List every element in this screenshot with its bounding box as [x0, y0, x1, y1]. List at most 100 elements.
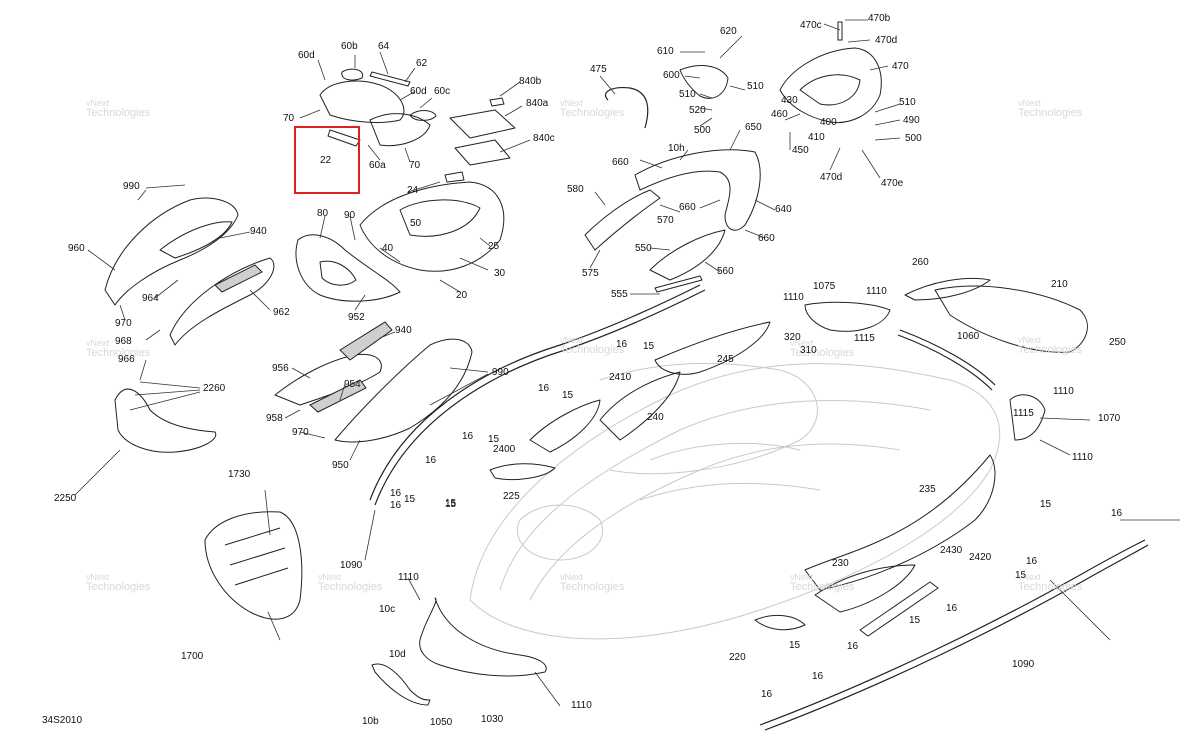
- part-label[interactable]: 240: [647, 412, 664, 423]
- part-label[interactable]: 1090: [1012, 659, 1035, 670]
- part-label[interactable]: 500: [694, 125, 711, 136]
- part-label[interactable]: 15: [789, 640, 801, 651]
- part-label[interactable]: 410: [808, 132, 825, 143]
- part-label[interactable]: 220: [729, 652, 746, 663]
- part-label[interactable]: 1700: [181, 651, 204, 662]
- part-label[interactable]: 230: [832, 558, 849, 569]
- part-label[interactable]: 555: [611, 289, 628, 300]
- part-label[interactable]: 250: [1109, 337, 1126, 348]
- part-label[interactable]: 60c: [434, 86, 451, 97]
- part-label[interactable]: 490: [903, 115, 920, 126]
- part-label[interactable]: 990: [492, 367, 509, 378]
- part-label[interactable]: 15: [1015, 570, 1027, 581]
- part-label[interactable]: 966: [118, 354, 135, 365]
- part-label[interactable]: 1110: [783, 292, 804, 303]
- part-label[interactable]: 956: [272, 363, 289, 374]
- part-label[interactable]: 20: [456, 290, 468, 301]
- part-label[interactable]: 1070: [1098, 413, 1121, 424]
- part-label[interactable]: 950: [332, 460, 349, 471]
- highlighted-part-box[interactable]: [294, 126, 360, 194]
- part-label[interactable]: 470d: [875, 35, 898, 46]
- part-label[interactable]: 1060: [957, 331, 980, 342]
- part-label[interactable]: 1110: [866, 286, 887, 297]
- part-label[interactable]: 430: [781, 95, 798, 106]
- part-label[interactable]: 16: [462, 431, 474, 442]
- part-label[interactable]: 1110: [1072, 452, 1093, 463]
- part-label[interactable]: 840b: [519, 76, 542, 87]
- part-label[interactable]: 510: [679, 89, 696, 100]
- part-label[interactable]: 30: [494, 268, 506, 279]
- part-label[interactable]: 16: [538, 383, 550, 394]
- part-label[interactable]: 840a: [526, 98, 549, 109]
- part-label[interactable]: 510: [747, 81, 764, 92]
- part-label[interactable]: 2430: [940, 545, 963, 556]
- part-label[interactable]: 2420: [969, 552, 992, 563]
- part-label[interactable]: 1030: [481, 714, 504, 725]
- part-label[interactable]: 16: [812, 671, 824, 682]
- part-label[interactable]: 80: [317, 208, 329, 219]
- part-label[interactable]: 550: [635, 243, 652, 254]
- part-label[interactable]: 15: [1040, 499, 1052, 510]
- part-label[interactable]: 650: [745, 122, 762, 133]
- part-label[interactable]: 1110: [1053, 386, 1074, 397]
- part-label[interactable]: 1115: [854, 333, 875, 344]
- part-label[interactable]: 10c: [379, 604, 396, 615]
- part-label[interactable]: 40: [382, 243, 394, 254]
- part-label[interactable]: 520: [689, 105, 706, 116]
- part-label[interactable]: 2410: [609, 372, 632, 383]
- part-label[interactable]: 1110: [571, 700, 592, 711]
- part-label[interactable]: 24: [407, 185, 419, 196]
- part-label[interactable]: 60d: [298, 50, 315, 61]
- part-label[interactable]: 70: [283, 113, 295, 124]
- part-label[interactable]: 470e: [881, 178, 904, 189]
- part-label[interactable]: 970: [115, 318, 132, 329]
- part-label[interactable]: 620: [720, 26, 737, 37]
- part-label[interactable]: 600: [663, 70, 680, 81]
- part-label[interactable]: 25: [488, 241, 500, 252]
- part-label[interactable]: 320: [784, 332, 801, 343]
- part-label[interactable]: 50: [410, 218, 422, 229]
- part-label[interactable]: 60a: [369, 160, 386, 171]
- part-label[interactable]: 1730: [228, 469, 251, 480]
- part-label[interactable]: 475: [590, 64, 607, 75]
- part-label[interactable]: 15: [488, 434, 500, 445]
- part-label[interactable]: 225: [503, 491, 520, 502]
- part-label[interactable]: 840c: [533, 133, 555, 144]
- part-label[interactable]: 60d: [410, 86, 427, 97]
- part-label[interactable]: 16: [425, 455, 437, 466]
- part-label[interactable]: 2260: [203, 383, 226, 394]
- part-label[interactable]: 90: [344, 210, 356, 221]
- part-label[interactable]: 450: [792, 145, 809, 156]
- part-label[interactable]: 952: [348, 312, 365, 323]
- part-label[interactable]: 640: [775, 204, 792, 215]
- part-label[interactable]: 2250: [54, 493, 77, 504]
- part-label[interactable]: 510: [899, 97, 916, 108]
- part-label[interactable]: 990: [123, 181, 140, 192]
- part-label[interactable]: 10b: [362, 716, 379, 727]
- part-label[interactable]: 470d: [820, 172, 843, 183]
- part-label[interactable]: 15: [404, 494, 416, 505]
- part-label[interactable]: 16: [1026, 556, 1038, 567]
- part-label[interactable]: 1110: [398, 572, 419, 583]
- part-label[interactable]: 460: [771, 109, 788, 120]
- part-label[interactable]: 580: [567, 184, 584, 195]
- part-label[interactable]: 570: [657, 215, 674, 226]
- part-label[interactable]: 960: [68, 243, 85, 254]
- part-label[interactable]: 70: [409, 160, 421, 171]
- part-label[interactable]: 16: [390, 500, 402, 511]
- part-label[interactable]: 964: [142, 293, 159, 304]
- part-label[interactable]: 16: [946, 603, 958, 614]
- part-label[interactable]: 1075: [813, 281, 836, 292]
- part-label[interactable]: 15: [643, 341, 655, 352]
- part-label[interactable]: 1115: [1013, 408, 1034, 419]
- part-label[interactable]: 210: [1051, 279, 1068, 290]
- part-label[interactable]: 16: [847, 641, 859, 652]
- part-label[interactable]: 64: [378, 41, 390, 52]
- part-label[interactable]: 16: [761, 689, 773, 700]
- part-label[interactable]: 16: [1111, 508, 1123, 519]
- part-label[interactable]: 1050: [430, 717, 453, 728]
- part-label[interactable]: 660: [758, 233, 775, 244]
- part-label[interactable]: 958: [266, 413, 283, 424]
- part-label[interactable]: 560: [717, 266, 734, 277]
- part-label[interactable]: 470: [892, 61, 909, 72]
